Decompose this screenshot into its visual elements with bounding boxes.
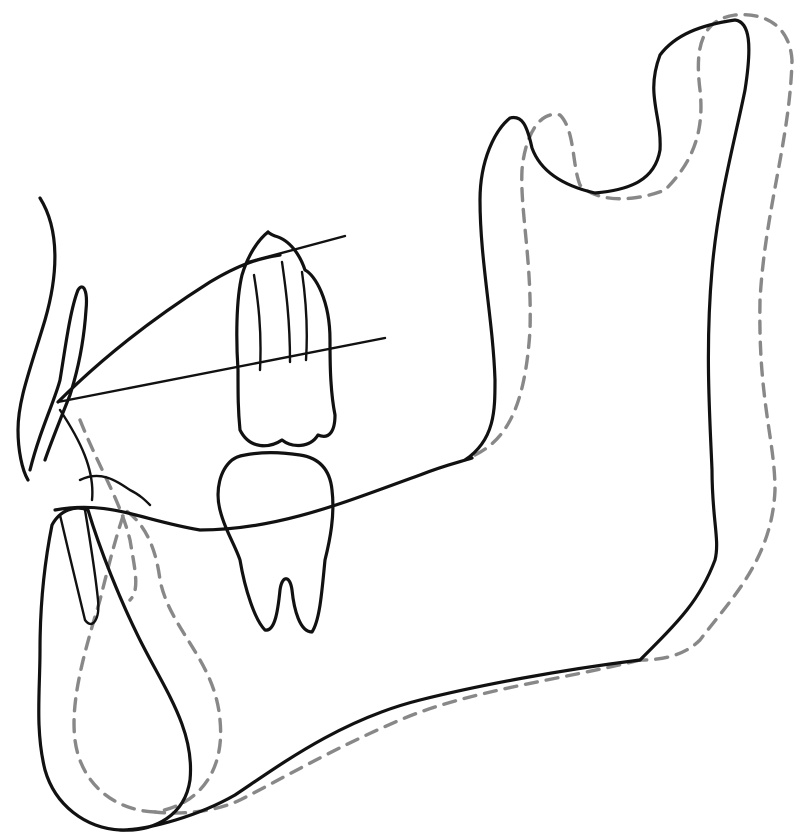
occlusal-curve [55,458,472,530]
dashed-lower-border [155,660,640,813]
dashed-symphysis [74,510,221,812]
dashed-ramus-outline [475,15,792,660]
superimposed-tracing [74,15,792,813]
upper-lip [18,198,55,480]
upper-molar [237,232,335,446]
lower-molar [218,453,333,632]
symphysis [39,508,191,830]
reference-line-upper [248,236,345,262]
incisor-crown-detail [60,410,150,505]
primary-tracing [18,20,749,830]
lower-border [120,660,640,830]
reference-line-occlusal [58,338,385,402]
ramus-outline [465,20,749,660]
